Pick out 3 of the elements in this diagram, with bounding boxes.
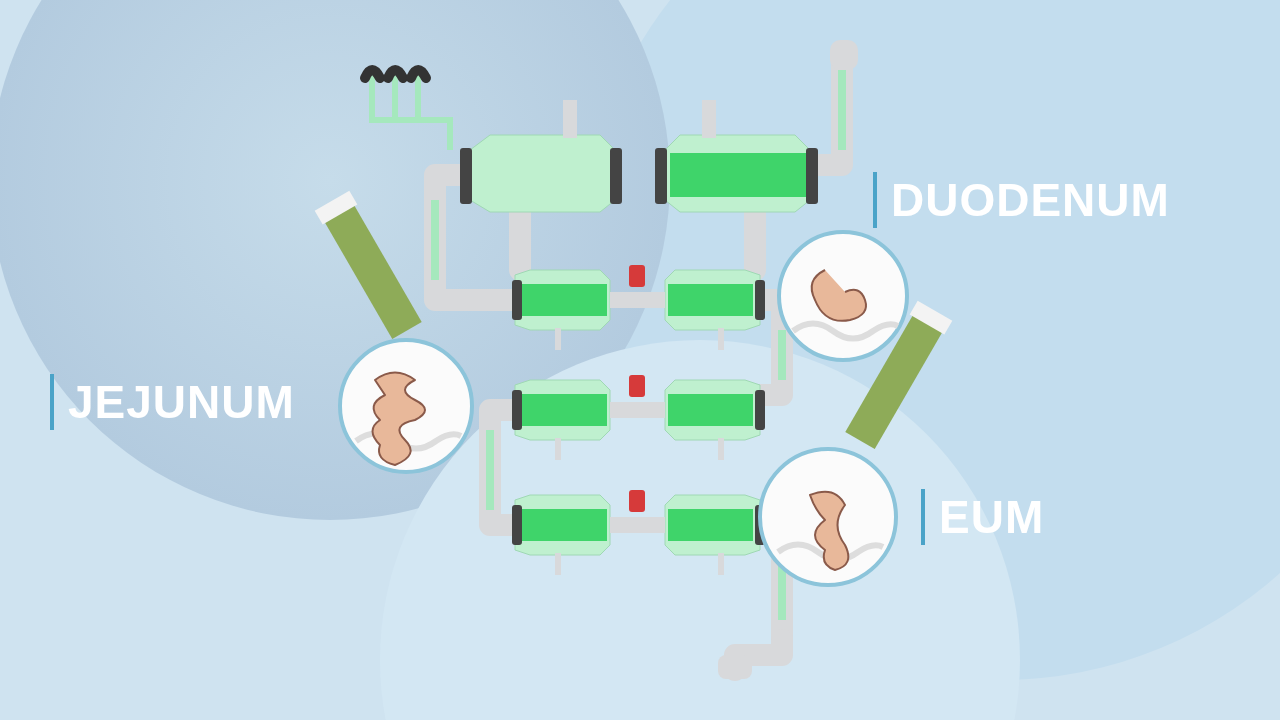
section-label: EUM — [921, 489, 1045, 545]
section-label: JEJUNUM — [50, 374, 295, 430]
section-label: DUODENUM — [873, 172, 1170, 228]
